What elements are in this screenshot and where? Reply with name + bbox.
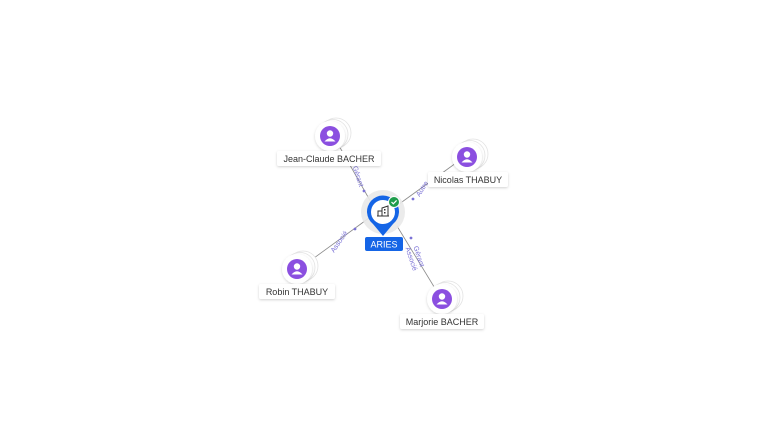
person-icon: [432, 289, 452, 309]
person-name: Nicolas THABUY: [434, 175, 502, 185]
edge-nicolas: [394, 162, 457, 208]
person-name: Marjorie BACHER: [406, 317, 479, 327]
person-node-jean-claude[interactable]: [315, 117, 352, 151]
company-label: ARIES: [365, 237, 403, 251]
person-label-marjorie: Marjorie BACHER: [400, 314, 484, 329]
person-node-robin[interactable]: [282, 250, 319, 284]
edge-arrow: [411, 197, 415, 201]
person-name: Robin THABUY: [266, 287, 328, 297]
person-label-jean-claude: Jean-Claude BACHER: [277, 151, 381, 166]
person-icon: [320, 126, 340, 146]
person-icon: [287, 259, 307, 279]
person-name: Jean-Claude BACHER: [283, 154, 375, 164]
company-name: ARIES: [370, 240, 397, 250]
building-icon: [377, 205, 389, 217]
edge-label-jean-claude: Gérant: [351, 165, 364, 188]
person-node-marjorie[interactable]: [427, 280, 464, 314]
check-icon: [388, 196, 400, 208]
edge-arrow: [362, 189, 366, 193]
edge-marjorie: [396, 225, 437, 291]
person-label-robin: Robin THABUY: [259, 284, 335, 299]
company-node[interactable]: [361, 190, 405, 236]
edge-arrow: [353, 227, 357, 231]
edge-arrow: [409, 236, 413, 240]
edge-label-nicolas: Autre: [415, 180, 430, 198]
person-icon: [457, 147, 477, 167]
person-node-nicolas[interactable]: [452, 138, 489, 172]
edge-label-robin: Associé: [330, 230, 350, 254]
person-label-nicolas: Nicolas THABUY: [428, 172, 508, 187]
